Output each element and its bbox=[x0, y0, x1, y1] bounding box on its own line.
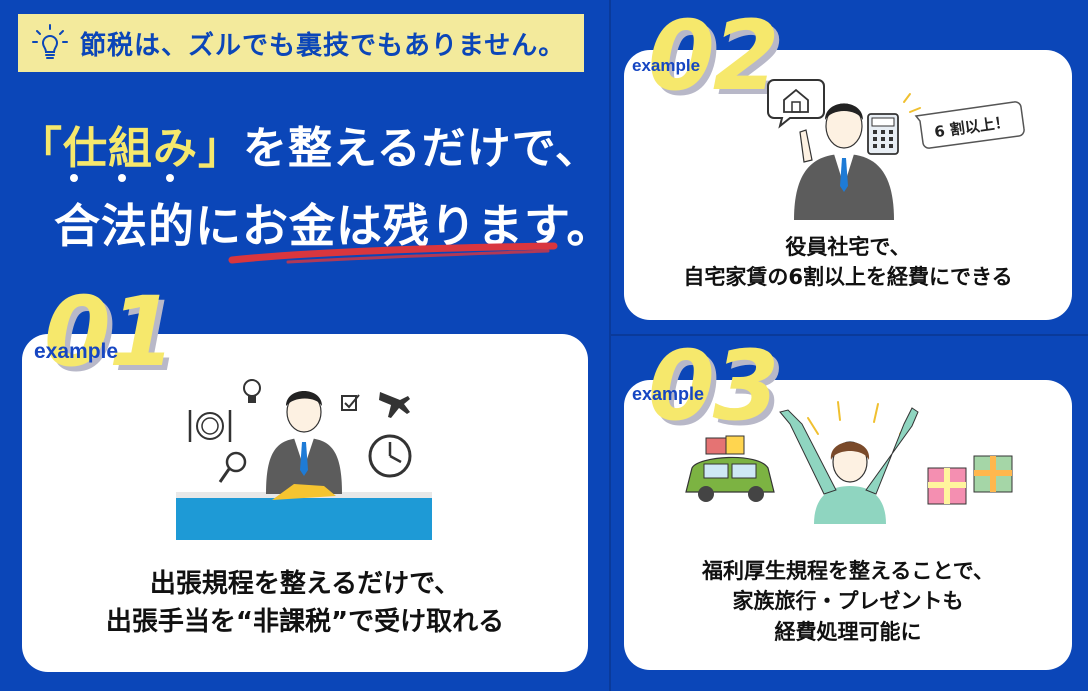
example-label-02: example bbox=[632, 56, 701, 75]
example-number-03: 03 bbox=[648, 330, 780, 442]
caption-line: 福利厚生規程を整えることで、 bbox=[702, 559, 994, 583]
example-number-01: 01 bbox=[44, 276, 176, 388]
caption-line: 自宅家賃の6割以上を経費にできる bbox=[683, 265, 1013, 290]
headline-keyword: 「仕組み」 bbox=[18, 123, 243, 174]
caption-line: 出張手当を“非課税”で受け取れる bbox=[105, 606, 505, 637]
lightbulb-small-icon bbox=[243, 379, 261, 403]
red-underline-stroke bbox=[228, 242, 558, 264]
headline-line-1-rest: を整えるだけで、 bbox=[243, 123, 600, 174]
emphasis-lines-icon bbox=[903, 93, 921, 113]
example-caption-01: 出張規程を整えるだけで、 出張手当を“非課税”で受け取れる bbox=[22, 566, 588, 641]
horizontal-divider bbox=[611, 334, 1088, 336]
emphasis-dots bbox=[70, 174, 174, 182]
caption-line: 出張規程を整えるだけで、 bbox=[149, 569, 461, 599]
banner-text: 節税は、ズルでも裏技でもありません。 bbox=[80, 30, 566, 61]
example-number-02: 02 bbox=[648, 0, 780, 112]
airplane-icon bbox=[379, 392, 410, 418]
businessman-with-calculator bbox=[794, 103, 899, 220]
cheering-woman-figure bbox=[779, 407, 919, 524]
house-speech-bubble-icon bbox=[767, 79, 825, 129]
businessman-figure bbox=[266, 391, 342, 500]
gift-boxes-icon bbox=[927, 455, 1013, 505]
caption-line: 経費処理可能に bbox=[774, 619, 922, 644]
lightbulb-icon bbox=[32, 24, 68, 59]
confetti-lines bbox=[807, 401, 911, 435]
example-caption-02: 役員社宅で、 自宅家賃の6割以上を経費にできる bbox=[624, 232, 1072, 293]
example-caption-03: 福利厚生規程を整えることで、 家族旅行・プレゼントも 経費処理可能に bbox=[624, 556, 1072, 647]
company-housing-illustration: 6 割以上！ bbox=[767, 79, 1025, 220]
caption-line: 家族旅行・プレゼントも bbox=[732, 589, 964, 614]
welfare-benefits-illustration bbox=[685, 401, 1013, 524]
example-label-01: example bbox=[34, 340, 119, 363]
fork-knife-plate-icon bbox=[188, 410, 232, 442]
car-with-gifts-icon bbox=[685, 435, 775, 502]
vertical-divider bbox=[609, 0, 611, 691]
magnifier-icon bbox=[218, 451, 247, 483]
checkbox-icon bbox=[341, 394, 360, 411]
caption-line: 役員社宅で、 bbox=[785, 235, 911, 259]
business-trip-illustration bbox=[176, 379, 432, 540]
example-card-03 bbox=[624, 380, 1072, 670]
percentage-speech-bubble: 6 割以上！ bbox=[914, 101, 1025, 149]
top-banner: 節税は、ズルでも裏技でもありません。 bbox=[18, 14, 584, 72]
clock-icon bbox=[368, 434, 412, 478]
headline-line-1: 「仕組み」を整えるだけで、 bbox=[18, 112, 600, 176]
example-label-03: example bbox=[632, 384, 705, 404]
